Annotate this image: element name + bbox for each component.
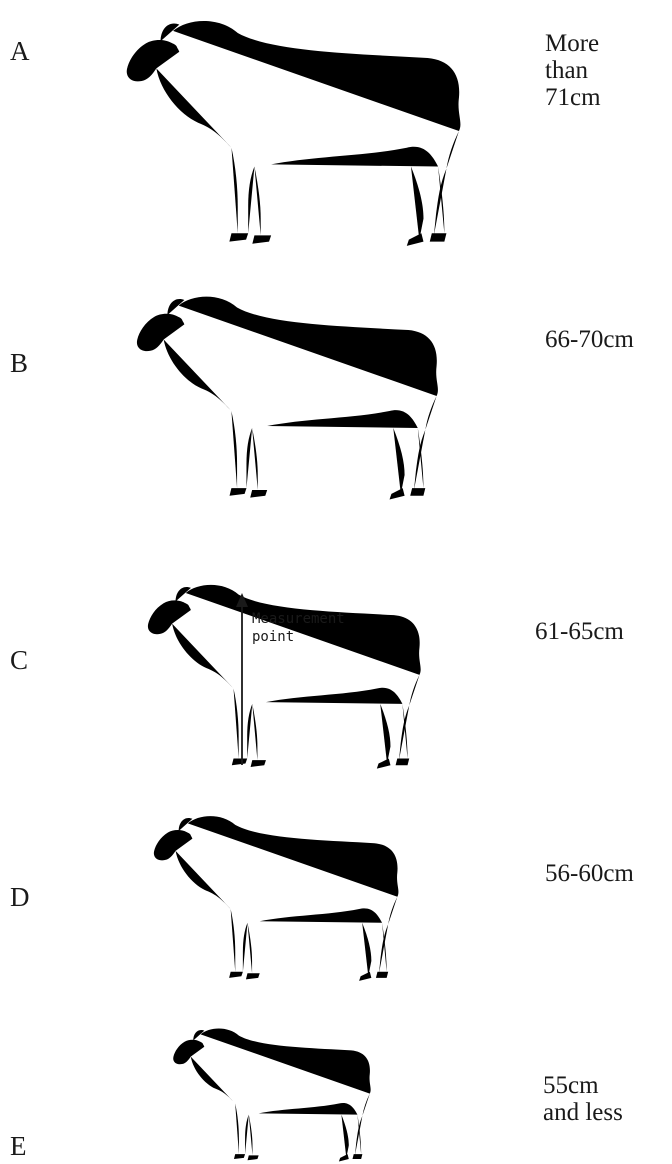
row-letter-e: E <box>10 1133 27 1160</box>
row-letter-d: D <box>10 884 30 911</box>
size-label-a: More than 71cm <box>545 30 601 111</box>
sheep-illustration-e <box>158 1022 384 1164</box>
size-label-e: 55cm and less <box>543 1072 623 1126</box>
size-label-d: 56-60cm <box>545 860 634 887</box>
sheep-illustration-d <box>145 808 405 984</box>
measurement-arrow <box>230 593 254 767</box>
row-letter-c: C <box>10 647 28 674</box>
sheep-illustration-c <box>138 572 428 776</box>
sheep-illustration-b <box>126 282 446 508</box>
measurement-point-label: Measurement point <box>252 610 345 646</box>
row-letter-a: A <box>10 38 30 65</box>
size-label-c: 61-65cm <box>535 618 624 645</box>
size-label-b: 66-70cm <box>545 326 634 353</box>
sheep-illustration-a <box>112 10 472 250</box>
row-letter-b: B <box>10 350 28 377</box>
